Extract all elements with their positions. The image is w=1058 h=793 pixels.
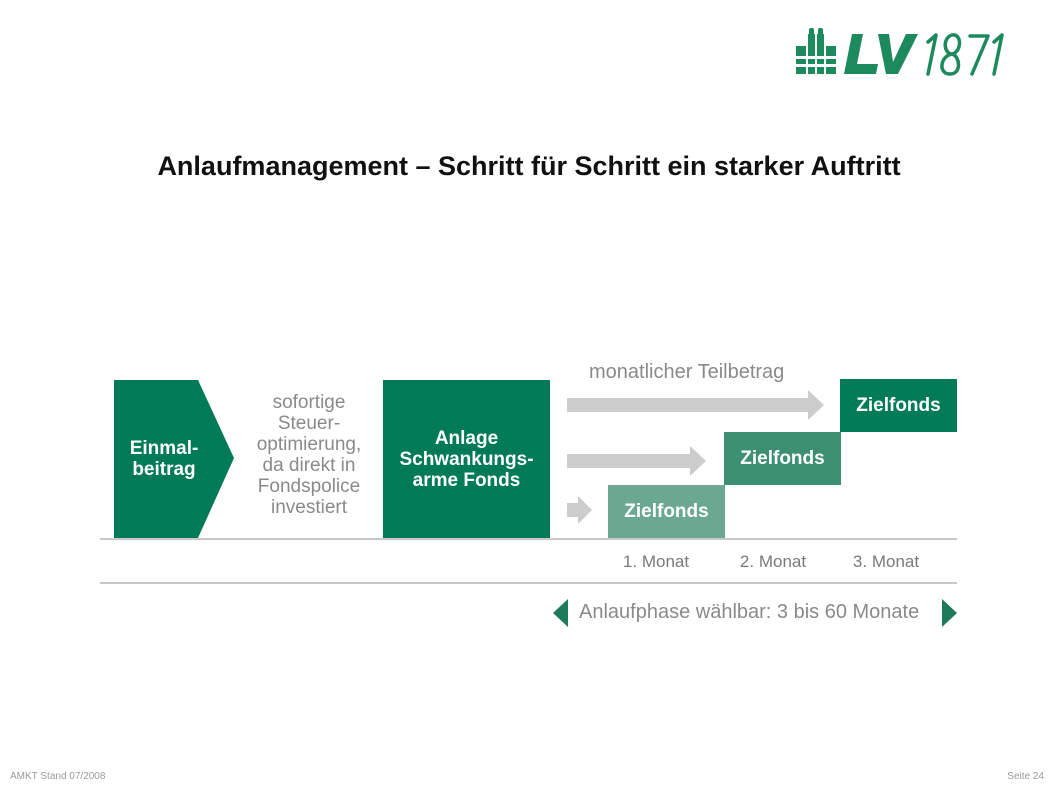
lv1871-logo xyxy=(794,26,1010,76)
arrow-month-3 xyxy=(567,390,824,420)
month-label-2: 2. Monat xyxy=(739,552,807,571)
month-label-1: 1. Monat xyxy=(622,552,690,571)
zielfonds-box-month-3: Zielfonds xyxy=(840,379,957,432)
teilbetrag-label: monatlicher Teilbetrag xyxy=(589,361,785,383)
month-label-3: 3. Monat xyxy=(852,552,920,571)
arrow-month-2 xyxy=(567,446,706,476)
steuer-text: sofortige Steuer- optimierung, da direkt… xyxy=(256,392,362,518)
einmalbeitrag-label: Einmal- beitrag xyxy=(129,438,199,480)
zielfonds-box-month-2: Zielfonds xyxy=(724,432,841,485)
anlaufphase-right-arrow-icon xyxy=(942,599,957,627)
footer-stand: AMKT Stand 07/2008 xyxy=(10,771,106,782)
logo-graphic xyxy=(794,28,1004,76)
page-title: Anlaufmanagement – Schritt für Schritt e… xyxy=(157,151,901,181)
footer-page-number: Seite 24 xyxy=(1007,771,1044,782)
anlaufphase-left-arrow-icon xyxy=(553,599,568,627)
timeline-bottom-divider xyxy=(100,582,957,584)
einmalbeitrag-chevron xyxy=(114,380,234,538)
anlage-box: Anlage Schwankungs- arme Fonds xyxy=(383,380,550,538)
timeline-top-divider xyxy=(100,538,957,540)
anlaufphase-label: Anlaufphase wählbar: 3 bis 60 Monate xyxy=(579,601,920,623)
zielfonds-box-month-1: Zielfonds xyxy=(608,485,725,538)
arrow-month-1 xyxy=(567,496,592,524)
